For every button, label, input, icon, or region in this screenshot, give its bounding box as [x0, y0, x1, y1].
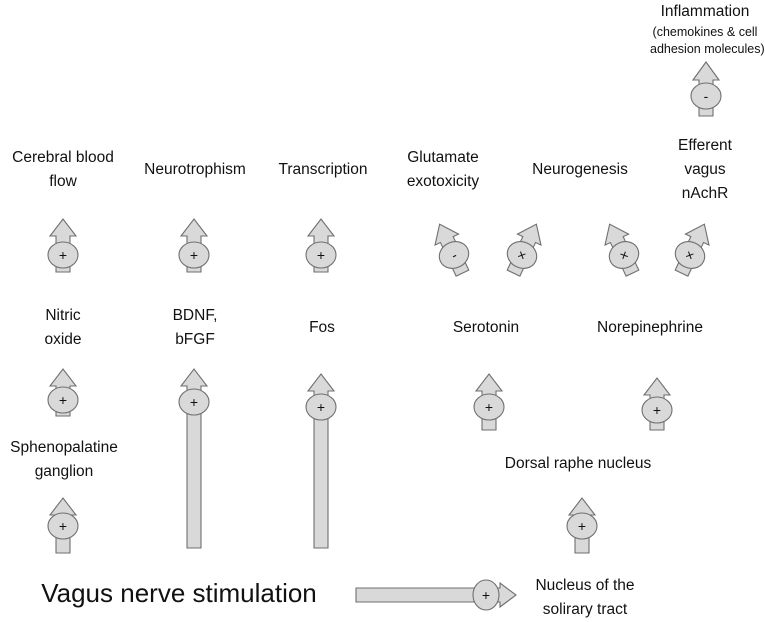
plus-sign: + [653, 402, 661, 418]
plus-sign: + [578, 518, 586, 534]
inflammation-subtitle-line2: adhesion molecules) [650, 42, 765, 56]
cerebral-blood-flow-line1: Cerebral blood [12, 149, 114, 166]
inflammation-title: Inflammation [660, 3, 750, 20]
dorsal-raphe-nucleus-label: Dorsal raphe nucleus [488, 452, 668, 476]
norepinephrine-text: Norepinephrine [597, 319, 703, 336]
bdnf-line2: bFGF [175, 331, 215, 348]
arrow-cerebral-blood-flow: + [47, 218, 79, 273]
arrow-sphenopalatine: + [47, 497, 79, 554]
arrow-inflammation-inhibit: - [690, 61, 722, 117]
nts-line2: solirary tract [542, 601, 628, 618]
fos-label: Fos [290, 316, 354, 340]
neurogenesis-label: Neurogenesis [520, 158, 640, 182]
arrow-neurotrophism: + [178, 218, 210, 273]
bdnf-line1: BDNF, [172, 307, 218, 324]
neurotrophism-label: Neurotrophism [130, 158, 260, 182]
plus-sign: + [59, 247, 67, 263]
arrow-nitric-oxide: + [47, 368, 79, 417]
plus-sign: + [59, 392, 67, 408]
efferent-line1: Efferent [677, 137, 732, 154]
plus-sign: + [190, 247, 198, 263]
dorsal-raphe-text: Dorsal raphe nucleus [504, 455, 652, 472]
nitric-oxide-label: Nitric oxide [20, 304, 106, 352]
norepinephrine-label: Norepinephrine [580, 316, 720, 340]
arrow-vns-to-nts: + [355, 579, 517, 611]
serotonin-text: Serotonin [452, 319, 520, 336]
nucleus-solitary-tract-label: Nucleus of the solirary tract [522, 574, 648, 622]
vns-text: Vagus nerve stimulation [41, 578, 317, 608]
efferent-vagus-label: Efferent vagus nAchR [650, 134, 760, 206]
minus-sign: - [449, 247, 460, 264]
arrow-glutamate-inhibit: - [434, 223, 470, 277]
vagus-nerve-stimulation-label: Vagus nerve stimulation [14, 578, 344, 608]
arrow-transcription: + [305, 218, 337, 273]
efferent-line2: vagus [684, 161, 726, 178]
arrow-neurogenesis-norepinephrine: × [604, 223, 640, 277]
transcription-label: Transcription [264, 158, 382, 182]
nitric-line1: Nitric [45, 307, 81, 324]
glutamate-line1: Glutamate [407, 149, 479, 166]
plus-sign: + [317, 247, 325, 263]
plus-sign: + [190, 394, 198, 410]
bdnf-bfgf-label: BDNF, bFGF [150, 304, 240, 352]
sphenopalatine-ganglion-label: Sphenopalatine ganglion [0, 436, 128, 484]
arrow-efferent-vagus: × [674, 223, 710, 277]
neurogenesis-text: Neurogenesis [532, 161, 628, 178]
neurotrophism-text: Neurotrophism [144, 161, 246, 178]
plus-sign: + [59, 518, 67, 534]
spheno-line1: Sphenopalatine [10, 439, 118, 456]
arrow-neurogenesis-serotonin: × [506, 223, 542, 277]
arrow-fos-long: + [305, 373, 337, 549]
inflammation-label: Inflammation (chemokines & cell adhesion… [650, 0, 765, 58]
transcription-text: Transcription [278, 161, 368, 178]
fos-text: Fos [309, 319, 335, 336]
plus-sign: + [482, 587, 490, 603]
glutamate-line2: exotoxicity [406, 173, 480, 190]
arrow-norepinephrine: + [641, 377, 673, 431]
minus-sign: - [704, 88, 709, 104]
nitric-line2: oxide [44, 331, 82, 348]
plus-sign: + [317, 399, 325, 415]
cerebral-blood-flow-line2: flow [49, 173, 77, 190]
nts-line1: Nucleus of the [535, 577, 635, 594]
plus-sign: + [485, 399, 493, 415]
spheno-line2: ganglion [34, 463, 94, 480]
serotonin-label: Serotonin [430, 316, 542, 340]
glutamate-exotoxicity-label: Glutamate exotoxicity [394, 146, 492, 194]
inflammation-subtitle-line1: (chemokines & cell [652, 25, 758, 39]
efferent-line3: nAchR [681, 185, 729, 202]
cerebral-blood-flow-label: Cerebral blood flow [0, 146, 126, 194]
arrow-dorsal-raphe: + [566, 497, 598, 554]
arrow-bdnf-long: + [178, 368, 210, 549]
arrow-serotonin: + [473, 373, 505, 431]
